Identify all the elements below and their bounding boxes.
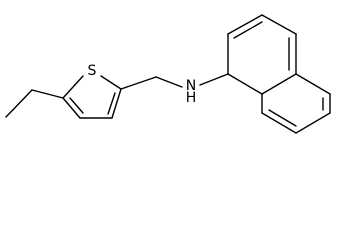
amine-n-label: N <box>186 78 196 94</box>
thiophene-c2-c3-bond <box>111 88 122 119</box>
ethyl-ch3-bond <box>5 89 33 118</box>
thiophene-c4-c5-inner-bond <box>69 97 84 114</box>
thiophene-c5-s-bond <box>62 75 84 99</box>
naph-c4a-c8a-bond <box>261 73 297 95</box>
thiophene-s-c2-bond <box>100 75 122 90</box>
methylene-bond <box>120 76 157 90</box>
amine-label-mask <box>183 77 199 101</box>
naph-c3-c4-bond <box>261 14 297 35</box>
ethyl-ch2-bond <box>31 89 64 99</box>
molecule-structure-diagram: S N H <box>5 14 331 134</box>
sulfur-label-mask <box>84 62 100 80</box>
naph-c6-c7-bond <box>295 112 331 134</box>
amine-h-label: H <box>186 90 197 106</box>
n-naphthyl-bond <box>199 73 229 86</box>
naph-c7-c8-inner-bond <box>268 109 297 127</box>
thiophene-c2-c3-inner-bond <box>107 92 116 115</box>
naph-c7-c8-bond <box>261 112 297 134</box>
methylene-n-bond <box>155 76 183 88</box>
thiophene-c4-c5-bond <box>62 97 81 119</box>
naph-c8a-c1-bond <box>227 73 263 95</box>
sulfur-atom-label: S <box>88 63 97 79</box>
naph-c2-c3-inner-bond <box>233 21 263 39</box>
naph-c4a-c5-bond <box>295 73 331 95</box>
naph-c2-c3-bond <box>227 14 263 35</box>
